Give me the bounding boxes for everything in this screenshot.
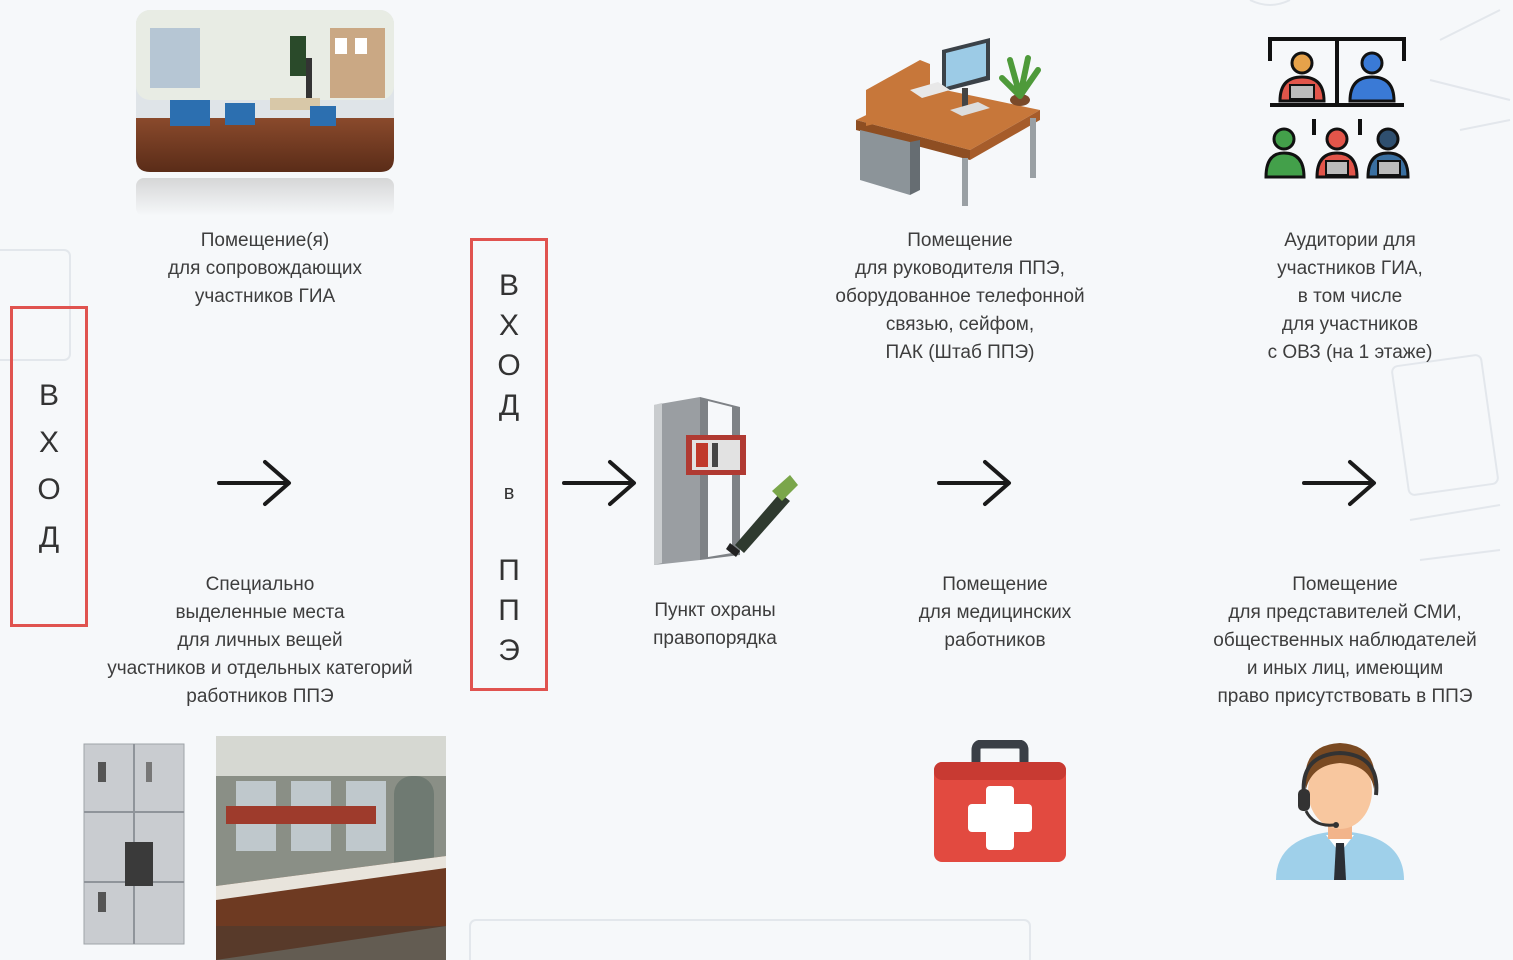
arrow-right-icon <box>1302 460 1376 506</box>
caption-line: выделенные места <box>175 602 345 623</box>
entry-letter: Х <box>498 309 519 342</box>
medical-room-caption: Помещение для медицинских работников <box>880 571 1110 655</box>
entry-letter: Д <box>498 389 520 422</box>
entry-letter: П <box>498 554 520 587</box>
caption-line: для медицинских <box>918 602 1072 623</box>
entry-letter: О <box>497 349 521 382</box>
entry-letter: Д <box>38 521 60 554</box>
caption-line: право присутствовать в ППЭ <box>1217 686 1473 707</box>
caption-line: Аудитории для <box>1284 230 1416 251</box>
caption-line: Помещение(я) <box>200 230 330 251</box>
caption-line: оборудованное телефонной <box>835 286 1085 307</box>
caption-line: в том числе <box>1297 286 1403 307</box>
arrow-right-icon <box>217 460 291 506</box>
auditorium-people-icon <box>1264 37 1410 179</box>
caption-line: для руководителя ППЭ, <box>855 258 1065 279</box>
caption-line: для сопровождающих <box>167 258 363 279</box>
caption-line: участников ГИА <box>194 286 336 307</box>
entry-letter: в <box>503 482 515 504</box>
caption-line: с ОВЗ (на 1 этаже) <box>1267 342 1433 363</box>
caption-line: Помещение <box>1292 574 1398 595</box>
entry-letter: В <box>498 269 519 302</box>
caption-line: Помещение <box>942 574 1048 595</box>
auditoriums-caption: Аудитории для участников ГИА, в том числ… <box>1235 227 1465 367</box>
caption-line: работников ППЭ <box>186 686 334 707</box>
caption-line: Пункт охраны <box>654 600 776 621</box>
entry-letter: В <box>38 379 59 412</box>
arrow-right-icon <box>562 460 636 506</box>
caption-line: участников и отдельных категорий <box>107 658 413 679</box>
entry-letter: П <box>498 594 520 627</box>
first-aid-kit-icon <box>934 740 1066 862</box>
caption-line: правопорядка <box>653 628 777 649</box>
caption-line: участников ГИА, <box>1277 258 1423 279</box>
caption-line: работников <box>944 630 1046 651</box>
waiting-room-photo <box>136 10 394 216</box>
caption-line: Помещение <box>907 230 1013 251</box>
office-desk-icon <box>856 38 1041 206</box>
media-room-caption: Помещение для представителей СМИ, общест… <box>1180 571 1510 711</box>
locker-photo <box>83 743 185 945</box>
caption-line: ПАК (Штаб ППЭ) <box>885 342 1035 363</box>
arrow-right-icon <box>937 460 1011 506</box>
main-entrance-box: В Х О Д <box>10 306 88 627</box>
caption-line: для представителей СМИ, <box>1228 602 1462 623</box>
caption-line: связью, сейфом, <box>885 314 1035 335</box>
caption-line: общественных наблюдателей <box>1213 630 1477 651</box>
metal-detector-icon <box>654 397 798 565</box>
caption-line: Специально <box>205 574 315 595</box>
security-post-caption: Пункт охраны правопорядка <box>610 597 820 653</box>
caption-line: и иных лиц, имеющим <box>1246 658 1444 679</box>
personal-items-caption: Специально выделенные места для личных в… <box>60 571 460 711</box>
caption-line: для личных вещей <box>177 630 343 651</box>
entry-letter: О <box>37 473 61 506</box>
entry-letter: Э <box>498 634 520 667</box>
escort-room-caption: Помещение(я) для сопровождающих участник… <box>110 227 420 311</box>
head-room-caption: Помещение для руководителя ППЭ, оборудов… <box>790 227 1130 367</box>
caption-line: для участников <box>1281 314 1419 335</box>
cloakroom-photo <box>216 736 446 960</box>
operator-headset-icon <box>1276 743 1404 880</box>
entry-letter: Х <box>38 426 59 459</box>
ppe-entrance-box: В Х О Д в П П Э <box>470 238 548 691</box>
